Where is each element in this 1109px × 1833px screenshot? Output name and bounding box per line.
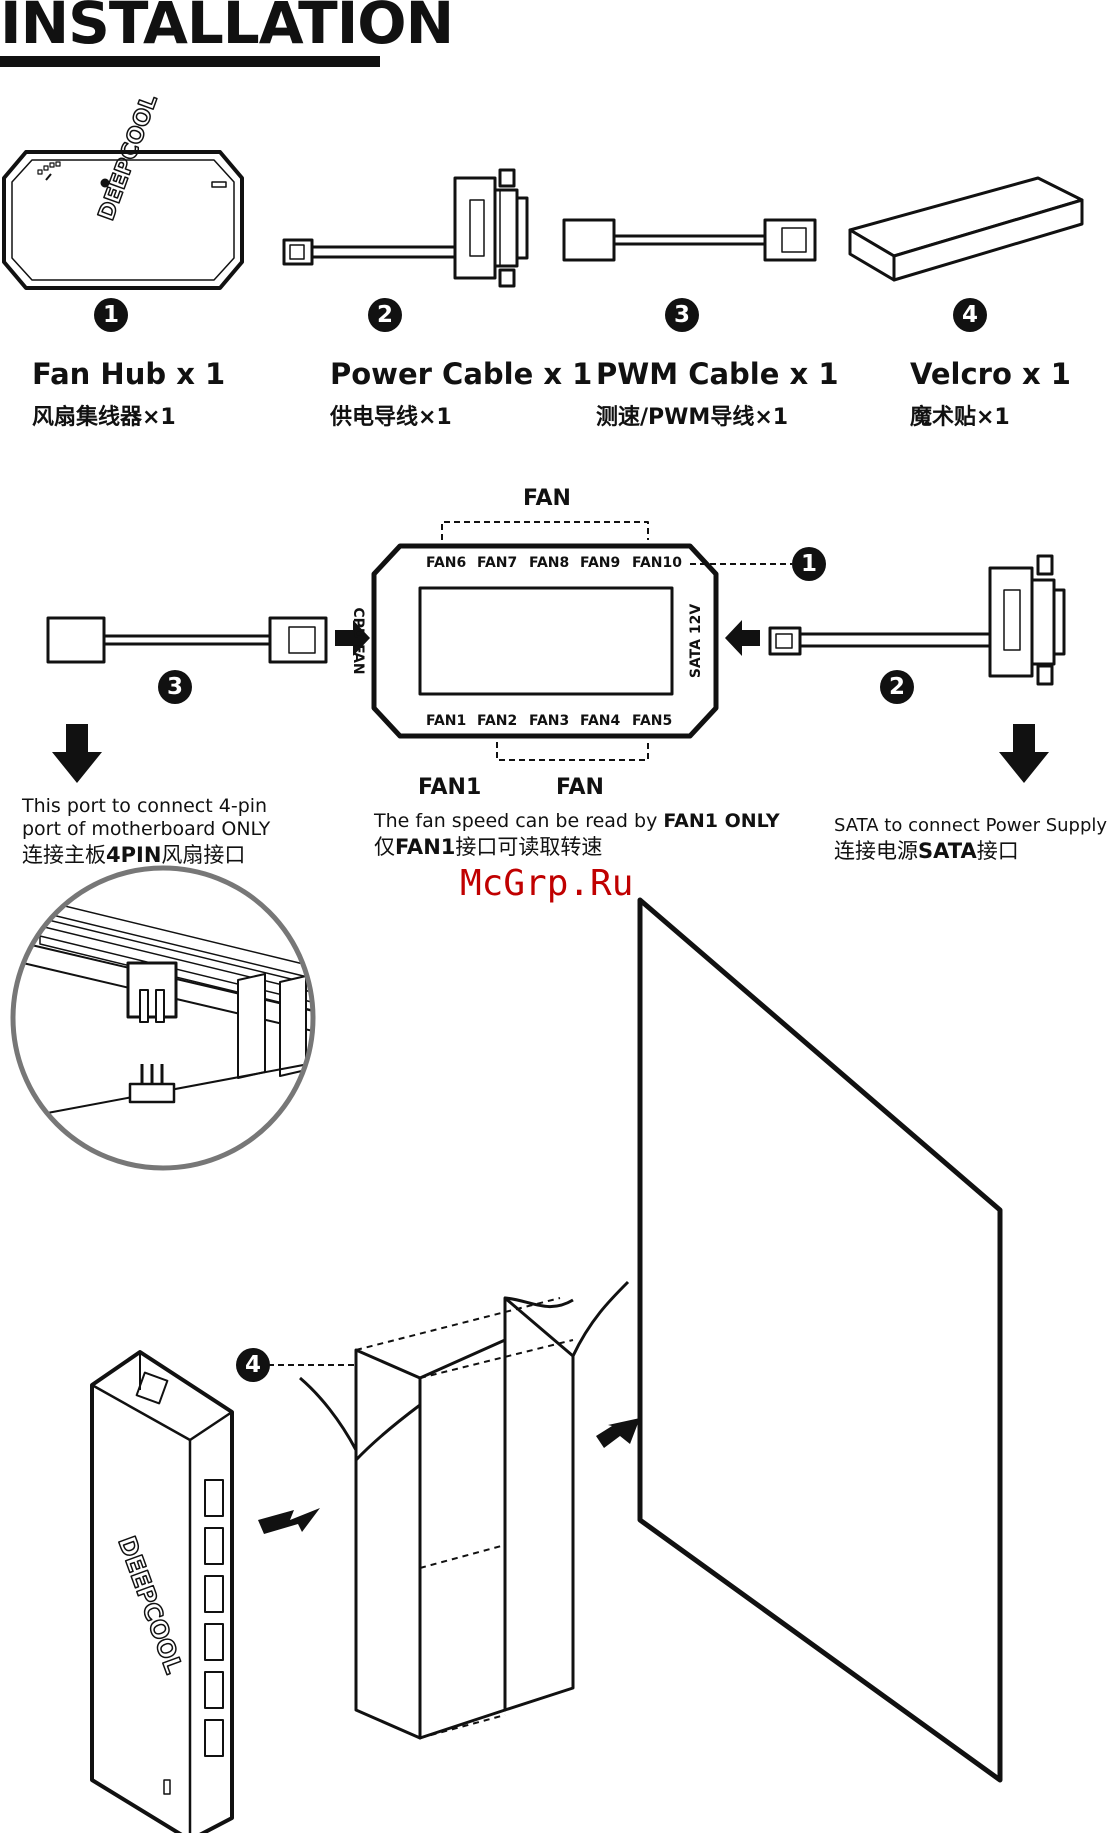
port-fan10: FAN10: [632, 555, 682, 571]
part-2-name-cn: 供电导线×1: [330, 405, 452, 430]
note-left: This port to connect 4-pin port of mothe…: [22, 795, 270, 867]
note-right-cn-bold: SATA: [918, 839, 977, 863]
note-center-prefix: The fan speed can be read by: [374, 810, 664, 832]
note-right: SATA to connect Power Supply 连接电源SATA接口: [834, 814, 1107, 863]
port-fan5: FAN5: [632, 713, 673, 729]
power-cable-schematic: [768, 554, 1066, 686]
velcro-strip-mount: [299, 1280, 630, 1740]
note-center-cn-suffix: 接口可读取转速: [455, 835, 603, 859]
fan1-label: FAN1: [418, 775, 482, 800]
hub-schematic: [371, 521, 792, 761]
note-center: The fan speed can be read by FAN1 ONLY 仅…: [374, 810, 780, 859]
title-underline: [0, 56, 380, 67]
note-right-cn-prefix: 连接电源: [834, 839, 918, 863]
port-fan6: FAN6: [426, 555, 467, 571]
pwm-cable-image: [562, 218, 817, 262]
note-right-line1: SATA to connect Power Supply: [834, 815, 1108, 836]
part-4-number-badge: 4: [953, 298, 987, 332]
note-right-cn-suffix: 接口: [976, 839, 1019, 863]
fan-hub-side-view: DEEPCOOL: [90, 1350, 234, 1833]
port-fan4: FAN4: [580, 713, 621, 729]
note-center-bold: FAN1 ONLY: [663, 810, 780, 832]
bottom-fan-group-label: FAN: [556, 775, 604, 800]
arrow-into-cpu-fan-icon: [335, 620, 370, 656]
case-panel: [637, 897, 1003, 1783]
note-left-cn-prefix: 连接主板: [22, 843, 106, 867]
part-3-name-cn: 测速/PWM导线×1: [596, 405, 789, 430]
arrow-down-left-icon: [52, 724, 102, 783]
arrow-toward-panel-icon: [596, 1418, 640, 1448]
part-4-name: Velcro x 1: [910, 357, 1071, 391]
note-left-line1: This port to connect 4-pin: [22, 795, 268, 817]
port-fan2: FAN2: [477, 713, 518, 729]
part-4-name-cn: 魔术贴×1: [910, 405, 1010, 430]
port-fan9: FAN9: [580, 555, 621, 571]
pwm-callout-badge: 3: [158, 670, 192, 704]
arrow-down-right-icon: [999, 724, 1049, 783]
port-fan8: FAN8: [529, 555, 570, 571]
note-left-cn-suffix: 风扇接口: [161, 843, 246, 867]
arrow-into-sata-icon: [725, 620, 760, 656]
part-2-name: Power Cable x 1: [330, 357, 593, 391]
note-center-cn-prefix: 仅: [374, 835, 395, 859]
part-1-name-cn: 风扇集线器×1: [32, 405, 176, 430]
hub-callout-badge: 1: [792, 547, 826, 581]
part-3-number-badge: 3: [665, 298, 699, 332]
port-fan7: FAN7: [477, 555, 518, 571]
part-1-number-badge: 1: [94, 298, 128, 332]
velcro-callout-badge: 4: [236, 1348, 270, 1382]
top-fan-group-label: FAN: [523, 486, 571, 511]
power-callout-badge: 2: [880, 670, 914, 704]
port-fan3: FAN3: [529, 713, 570, 729]
power-cable-image: [282, 168, 529, 288]
port-fan1: FAN1: [426, 713, 467, 729]
page-title: INSTALLATION: [0, 0, 454, 57]
watermark: McGrp.Ru: [460, 863, 634, 904]
port-sata-12v: SATA 12V: [688, 603, 704, 679]
part-3-name: PWM Cable x 1: [596, 357, 839, 391]
part-2-number-badge: 2: [368, 298, 402, 332]
arrow-toward-hub-icon: [258, 1508, 320, 1534]
velcro-image: [848, 176, 1084, 282]
port-cpu-fan: CPU FAN: [350, 607, 366, 675]
fan-hub-image: DEEPCOOL: [2, 91, 244, 290]
note-center-cn-bold: FAN1: [395, 835, 456, 859]
part-1-name: Fan Hub x 1: [32, 357, 226, 391]
note-left-cn-bold: 4PIN: [106, 843, 162, 867]
motherboard-zoom-circle: [10, 865, 316, 1171]
note-left-line2: port of motherboard ONLY: [22, 818, 271, 840]
pwm-cable-schematic: [46, 616, 328, 664]
